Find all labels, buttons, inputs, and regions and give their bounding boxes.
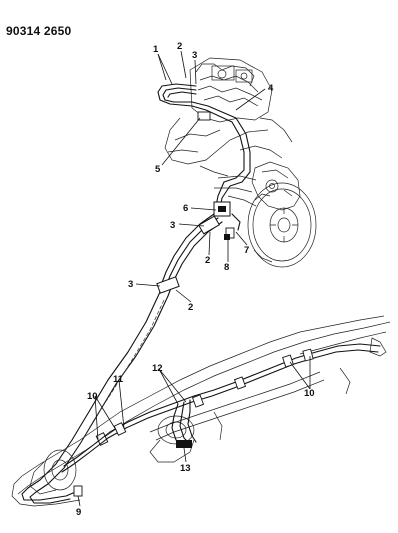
callout-4: 4 [268,83,274,94]
front-brake-lines [157,83,251,240]
rear-brake-lines [21,343,381,504]
callout-10-left: 10 [87,391,98,402]
callout-9: 9 [76,507,81,518]
callout-2-mid: 2 [205,255,210,266]
part-number: 90314 2650 [6,24,72,38]
callout-6: 6 [183,203,188,214]
callout-3-top: 3 [192,50,197,61]
callout-2-low: 2 [188,302,193,313]
callout-3-mid: 3 [170,220,175,231]
callout-8: 8 [224,262,229,273]
callout-7: 7 [244,245,249,256]
brake-rotor [247,182,317,268]
callout-2-top: 2 [177,41,182,52]
callout-1: 1 [153,44,159,55]
callout-11: 11 [113,374,124,385]
callout-labels: 1 2 3 4 5 6 3 2 8 7 3 2 12 11 10 10 9 13 [76,41,315,518]
callout-13: 13 [180,463,191,474]
callout-10-right: 10 [304,388,315,399]
rear-frame [11,315,391,507]
callout-3-low: 3 [128,279,133,290]
callout-5: 5 [155,164,161,175]
engine-block [164,57,293,177]
leader-lines [77,50,311,507]
callout-12: 12 [152,363,163,374]
